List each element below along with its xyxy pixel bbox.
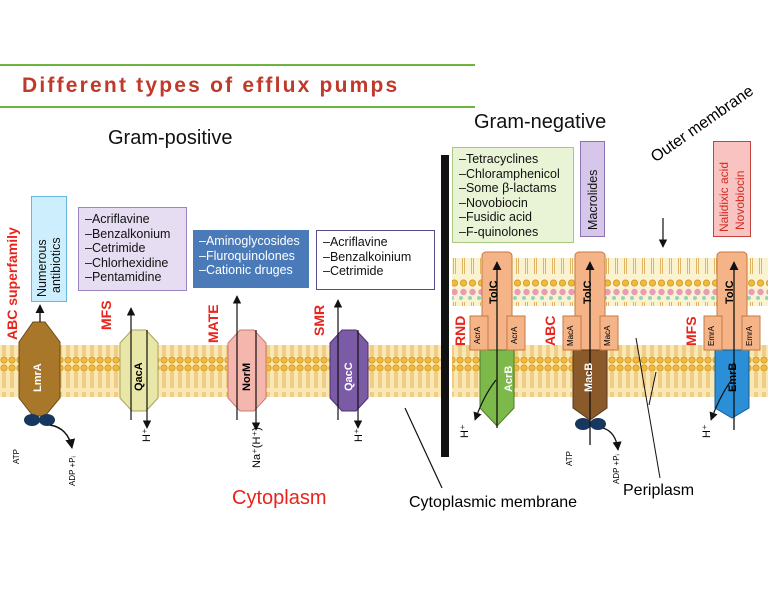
qaca-label: QacA bbox=[133, 362, 145, 391]
macrolides-box: Macrolides bbox=[580, 141, 605, 237]
h-ion-qaca: H⁺ bbox=[141, 428, 153, 442]
smr-substrate-box: –Acriflavine –Benzalkoinium –Cetrimide bbox=[316, 230, 435, 290]
qacc-label: QacC bbox=[343, 362, 355, 391]
emrb-label: EmrB bbox=[727, 362, 739, 392]
numerous-antibiotics-box: Numerous antibiotics bbox=[31, 196, 67, 302]
rnd-substrate: –Some β-lactams bbox=[459, 181, 557, 196]
smr-label: SMR bbox=[311, 304, 327, 336]
tolc-rnd-label: TolC bbox=[488, 280, 500, 304]
gram-positive-membrane bbox=[0, 345, 445, 397]
mfs-substrate-box: –Acriflavine –Benzalkonium –Cetrimide –C… bbox=[78, 207, 187, 291]
cytoplasmic-membrane-pointer bbox=[404, 407, 443, 489]
periplasm-pointer-line bbox=[635, 337, 661, 479]
macrolides-label: Macrolides bbox=[586, 169, 600, 230]
mfs-substrate: –Acriflavine bbox=[85, 212, 150, 226]
gram-positive-heading: Gram-positive bbox=[108, 127, 233, 149]
qacc-transporter bbox=[329, 299, 369, 429]
mfs-substrate: –Benzalkonium bbox=[85, 226, 171, 241]
mate-label: MATE bbox=[205, 304, 221, 343]
qaca-transporter bbox=[119, 307, 159, 429]
maca-right-label: MacA bbox=[603, 325, 612, 346]
mfs-negative-label: MFS bbox=[683, 316, 699, 346]
adp-label: ADP +Pᵢ bbox=[68, 456, 77, 486]
gram-divider bbox=[441, 155, 449, 457]
smr-substrate: –Cetrimide bbox=[323, 264, 384, 279]
title-banner: Different types of efflux pumps bbox=[0, 64, 475, 108]
rnd-substrate: –Fusidic acid bbox=[459, 210, 532, 225]
h-ion-mfs: H⁺ bbox=[701, 424, 713, 438]
h-ion-qacc: H⁺ bbox=[353, 428, 365, 442]
cytoplasmic-membrane-label: Cytoplasmic membrane bbox=[409, 494, 578, 511]
lmra-label: LmrA bbox=[32, 363, 44, 392]
rnd-substrate: –Chloramphenicol bbox=[459, 166, 560, 181]
mfs-gram-negative-pump bbox=[703, 251, 761, 430]
mfs-substrate: –Pentamidine bbox=[85, 270, 162, 285]
mate-substrate: –Fluroquinolones bbox=[199, 248, 295, 263]
mate-substrate-box: –Aminoglycosides –Fluroquinolones –Catio… bbox=[193, 230, 309, 288]
periplasm-label: Periplasm bbox=[623, 482, 695, 499]
adp-negative-label: ADP +Pᵢ bbox=[612, 454, 621, 484]
nalidixic-label: Nalidixic acid bbox=[717, 161, 731, 232]
tolc-mfs-label: TolC bbox=[724, 280, 736, 304]
mate-substrate: –Aminoglycosides bbox=[199, 234, 300, 248]
acra-right-label: AcrA bbox=[510, 326, 519, 344]
rnd-pump bbox=[469, 251, 526, 428]
macb-label: MacB bbox=[583, 362, 595, 392]
maca-left-label: MacA bbox=[566, 325, 575, 346]
na-ion-norm: Na⁺(H⁺) bbox=[251, 427, 263, 468]
emra-left-label: EmrA bbox=[707, 326, 716, 346]
abc-label: ABC bbox=[542, 315, 558, 346]
abc-gram-negative-pump bbox=[562, 251, 622, 451]
lmra-transporter bbox=[18, 304, 76, 449]
mfs-substrate: –Chlorhexidine bbox=[85, 255, 169, 270]
norm-label: NorM bbox=[241, 362, 253, 391]
cytoplasm-label: Cytoplasm bbox=[232, 487, 327, 509]
rnd-substrate-box: –Tetracyclines –Chloramphenicol –Some β-… bbox=[452, 147, 574, 243]
novobiocin-label: Novobiocin bbox=[733, 170, 747, 230]
rnd-label: RND bbox=[452, 315, 468, 346]
h-ion-rnd: H⁺ bbox=[459, 424, 471, 438]
mfs-label: MFS bbox=[98, 300, 114, 330]
norm-transporter bbox=[227, 295, 267, 431]
smr-substrate: –Acriflavine bbox=[323, 235, 388, 249]
acra-left-label: AcrA bbox=[473, 326, 482, 344]
rnd-substrate: –Novobiocin bbox=[459, 195, 528, 210]
nalidixic-box: Nalidixic acid Novobiocin bbox=[713, 141, 751, 237]
mfs-substrate: –Cetrimide bbox=[85, 241, 146, 256]
numerous-label: Numerous bbox=[35, 239, 49, 297]
atp-negative-label: ATP bbox=[565, 451, 574, 466]
mate-substrate: –Cationic druges bbox=[199, 263, 293, 278]
gram-negative-heading: Gram-negative bbox=[474, 111, 607, 133]
antibiotics-label: antibiotics bbox=[49, 237, 63, 293]
abc-superfamily-label: ABC superfamily bbox=[4, 227, 20, 340]
periplasm-pointer bbox=[648, 371, 657, 406]
smr-substrate: –Benzalkoinium bbox=[323, 249, 412, 264]
page-title: Different types of efflux pumps bbox=[22, 74, 400, 97]
atp-label: ATP bbox=[12, 449, 21, 464]
rnd-substrate: –F-quinolones bbox=[459, 224, 539, 239]
rnd-substrate: –Tetracyclines bbox=[459, 152, 539, 166]
tolc-abc-label: TolC bbox=[582, 280, 594, 304]
acrb-label: AcrB bbox=[503, 365, 515, 392]
emra-right-label: EmrA bbox=[745, 326, 754, 346]
